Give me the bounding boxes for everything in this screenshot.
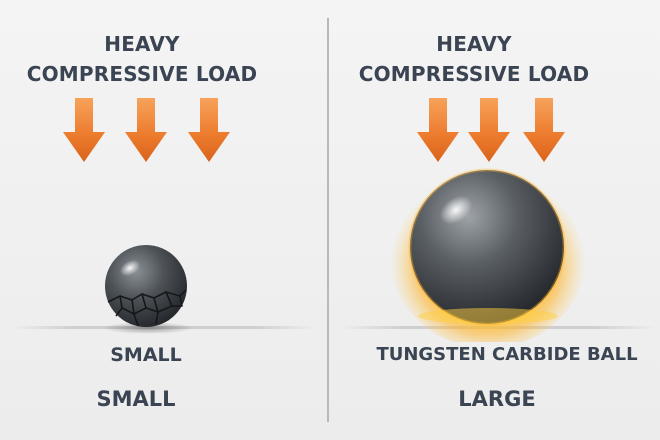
load-title-line1: HEAVY [436,32,512,56]
crack-lines [107,289,187,327]
highlight [439,195,473,225]
size-label: SMALL [96,387,176,411]
down-arrow-icon [417,98,459,162]
load-title: HEAVY COMPRESSIVE LOAD [0,29,332,89]
down-arrow-icon [125,98,167,162]
large-ball-panel: HEAVY COMPRESSIVE LOAD TUNGSTEN CARBIDE … [330,0,660,440]
load-title-line1: HEAVY [104,32,180,56]
load-title: HEAVY COMPRESSIVE LOAD [284,29,660,89]
small-ball-panel: HEAVY COMPRESSIVE LOAD SMALL [0,0,328,440]
down-arrow-icon [63,98,105,162]
size-label: LARGE [458,387,536,411]
down-arrow-icon [188,98,230,162]
load-arrows [0,98,328,162]
load-arrows [330,98,660,162]
ball-caption: TUNGSTEN CARBIDE BALL [376,344,638,365]
load-title-line2: COMPRESSIVE LOAD [26,62,258,86]
down-arrow-icon [468,98,510,162]
panel-divider [327,18,329,422]
large-carbide-ball [390,164,586,342]
ball-caption: SMALL [110,344,182,366]
down-arrow-icon [523,98,565,162]
small-cracked-ball [102,245,194,334]
load-title-line2: COMPRESSIVE LOAD [358,62,590,86]
highlight [119,259,141,277]
